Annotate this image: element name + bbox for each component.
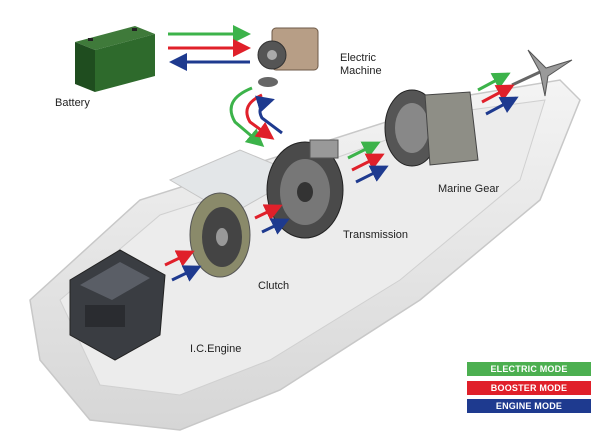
battery-icon	[75, 26, 155, 92]
arrow-green-trans	[347, 141, 381, 160]
arrow-red-gear	[481, 84, 515, 104]
arrow-blue-trans	[355, 165, 389, 184]
clutch-icon	[189, 192, 251, 278]
clutch-label: Clutch	[258, 280, 290, 292]
propeller-icon	[511, 49, 573, 97]
engine-icon	[69, 249, 166, 361]
marine-gear-label: Marine Gear	[438, 183, 500, 195]
arrow-blue-clutch	[261, 218, 290, 235]
legend-booster-mode: BOOSTER MODE	[467, 381, 591, 395]
transmission-label: Transmission	[343, 229, 408, 241]
marine-gear-icon	[384, 89, 479, 167]
engine-label: I.C.Engine	[190, 343, 242, 355]
arrow-green-gear	[477, 72, 511, 92]
arrow-blue-engine	[171, 265, 202, 282]
transmission-icon	[266, 139, 344, 239]
legend-engine-mode: ENGINE MODE	[467, 399, 591, 413]
arrow-blue-machine	[255, 95, 283, 135]
electric-machine-label-2: Machine	[340, 65, 382, 77]
arrow-green-machine	[229, 86, 265, 147]
battery-label: Battery	[55, 97, 90, 109]
arrow-red-trans	[351, 153, 385, 172]
electric-machine-label-1: Electric	[340, 52, 377, 64]
arrow-blue-gear	[485, 96, 519, 116]
arrow-red-clutch	[254, 204, 283, 221]
arrow-red-engine	[164, 250, 195, 267]
electric-machine-icon	[257, 27, 319, 87]
legend-electric-mode: ELECTRIC MODE	[467, 362, 591, 376]
